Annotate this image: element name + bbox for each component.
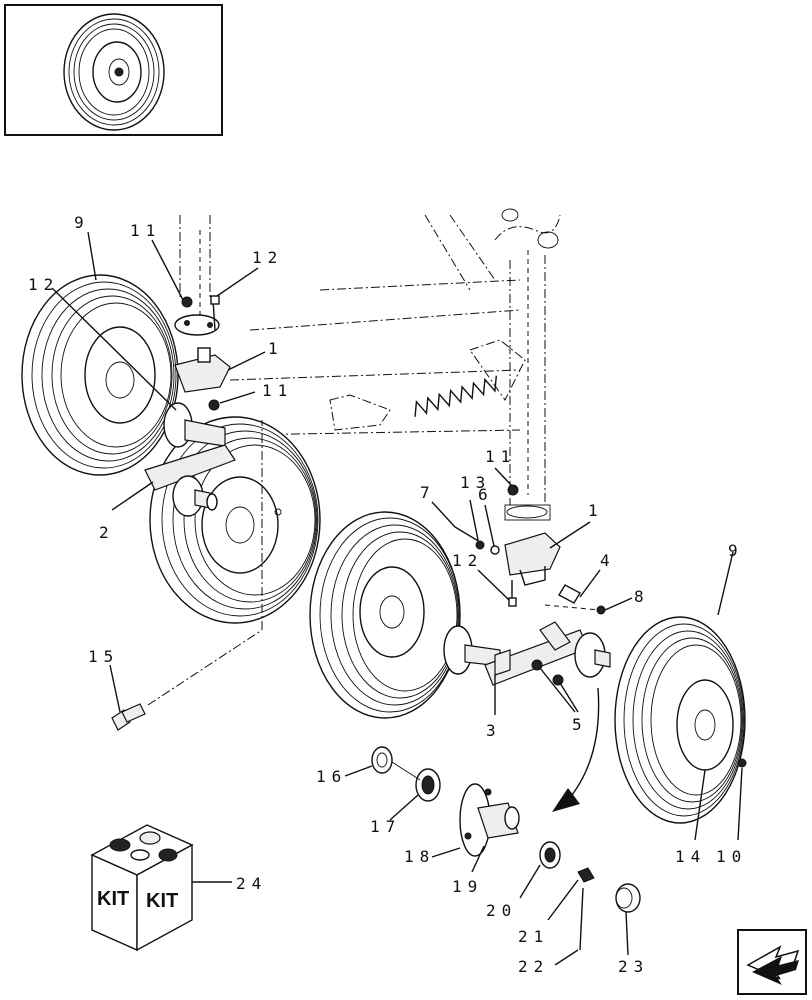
callout-20: 20 <box>486 901 517 920</box>
callout-4: 4 <box>600 551 616 570</box>
callout-9: 9 <box>728 541 744 560</box>
callout-18: 18 <box>404 847 435 866</box>
tire-left-rear <box>21 274 179 476</box>
callout-13: 13 <box>460 473 491 492</box>
tire-wheel-thumbnail-icon <box>63 13 165 131</box>
callout-1: 1 <box>268 339 284 358</box>
bolt-15 <box>111 629 263 731</box>
thumbnail-frame[interactable] <box>4 4 223 136</box>
callouts: 9 11 12 12 1 11 2 11 7 13 6 1 12 4 8 9 3… <box>28 213 747 976</box>
callout-15: 15 <box>88 647 119 666</box>
callout-8: 8 <box>634 587 650 606</box>
callout-16: 16 <box>316 767 347 786</box>
callout-22: 22 <box>518 957 549 976</box>
callout-11: 11 <box>485 447 516 466</box>
walking-axle-right <box>443 621 611 686</box>
callout-11: 11 <box>262 381 293 400</box>
callout-11: 11 <box>130 221 161 240</box>
spindle-bracket-left <box>174 295 231 411</box>
callout-17: 17 <box>370 817 401 836</box>
callout-12: 12 <box>28 275 59 294</box>
spring <box>414 375 498 417</box>
callout-12: 12 <box>252 248 283 267</box>
callout-3: 3 <box>486 721 502 740</box>
next-page-arrow-icon[interactable] <box>737 929 807 995</box>
callout-14: 14 <box>675 847 706 866</box>
tire-center <box>309 511 461 719</box>
kit-label-right: KIT <box>146 890 178 912</box>
callout-7: 7 <box>420 483 436 502</box>
callout-2: 2 <box>99 523 115 542</box>
direction-arrow <box>552 687 600 812</box>
tire-right <box>614 616 747 824</box>
callout-21: 21 <box>518 927 549 946</box>
callout-12: 12 <box>452 551 483 570</box>
callout-23: 23 <box>618 957 649 976</box>
hub-assembly-parts <box>371 746 641 951</box>
tire-left-front <box>149 416 321 624</box>
implement-frame-phantom <box>174 208 561 521</box>
kit-box: KIT KIT <box>90 824 232 952</box>
callout-6: 6 <box>478 485 494 504</box>
callout-19: 19 <box>452 877 483 896</box>
callout-9: 9 <box>74 213 90 232</box>
callout-1: 1 <box>588 501 604 520</box>
callout-24: 24 <box>236 874 267 893</box>
spindle-bracket-right <box>454 484 606 615</box>
leader-lines <box>51 231 743 966</box>
kit-label-left: KIT <box>97 888 129 910</box>
callout-10: 10 <box>716 847 747 866</box>
callout-5: 5 <box>572 715 588 734</box>
